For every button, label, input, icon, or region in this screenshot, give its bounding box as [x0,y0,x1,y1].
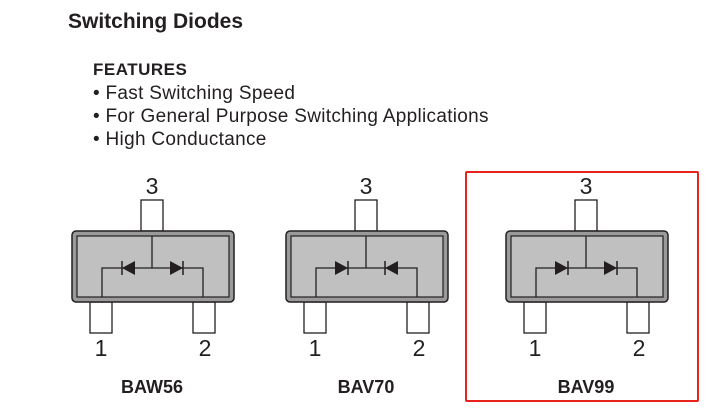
package-name: BAV99 [558,377,615,397]
pin-3-label: 3 [146,173,159,199]
features-heading: FEATURES [93,60,188,79]
diode-symbol [170,261,184,275]
pin-1-label: 1 [95,335,108,361]
diode-symbol [335,261,349,275]
circuit-wire [535,236,638,297]
diode-symbol [384,261,398,275]
circuit-wire [101,236,204,297]
package-body-inner [290,235,444,298]
pin-3 [354,199,378,232]
feature-item: • Fast Switching Speed [93,83,296,104]
feature-item: • High Conductance [93,129,267,150]
pin-1 [89,301,113,334]
pin-1-label: 1 [309,335,322,361]
pin-2-label: 2 [633,335,646,361]
pin-3-label: 3 [580,173,593,199]
diode-symbol [555,261,569,275]
pin-2-label: 2 [413,335,426,361]
pin-2 [192,301,216,334]
pin-2 [406,301,430,334]
feature-item: • For General Purpose Switching Applicat… [93,106,489,127]
highlight-box [465,171,699,402]
circuit-wire [315,236,418,297]
package-body-inner [76,235,230,298]
diode-symbol [604,261,618,275]
page-title: Switching Diodes [68,10,244,33]
pin-1-label: 1 [529,335,542,361]
package-name: BAW56 [121,377,183,397]
pin-2-label: 2 [199,335,212,361]
pin-1 [303,301,327,334]
pin-3 [140,199,164,232]
pin-3-label: 3 [360,173,373,199]
package-name: BAV70 [338,377,395,397]
diode-symbol [121,261,135,275]
